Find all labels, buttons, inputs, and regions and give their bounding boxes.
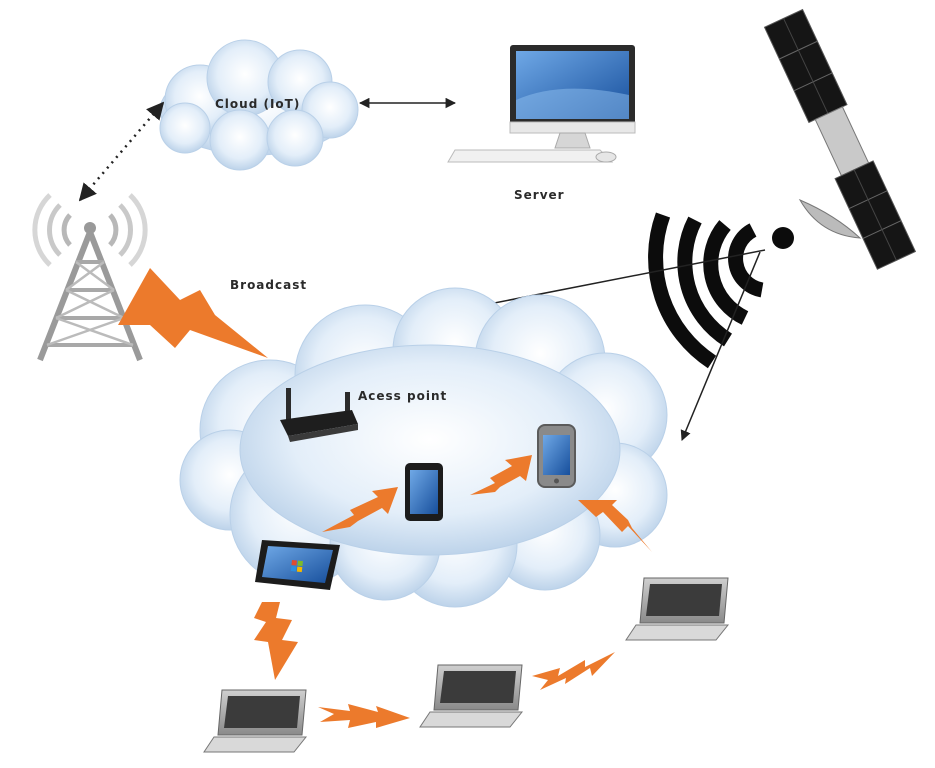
wifi-signal-icon: [648, 212, 794, 369]
laptop-icon: [203, 689, 308, 753]
broadcast-tower-icon: [32, 193, 148, 362]
laptop-to-laptop-arrow-1: [318, 704, 410, 728]
laptop-icon: [419, 664, 524, 728]
laptop-to-laptop-arrow-2: [532, 652, 615, 690]
broadcast-arrow: [118, 268, 268, 358]
windows-tablet-icon: [255, 540, 340, 590]
router-icon: [280, 388, 358, 442]
cloud-label: Cloud (IoT): [215, 97, 301, 111]
server-label: Server: [514, 188, 565, 202]
dotted-link-line: [78, 101, 165, 202]
tablet-icon: [405, 463, 443, 521]
wintablet-to-laptop-arrow: [254, 602, 298, 680]
phone-to-tablet-arrow: [470, 455, 532, 495]
access-point-label: Acess point: [358, 389, 448, 403]
flow-arrows: [254, 455, 652, 728]
wifi-to-network-arrow: [680, 251, 761, 441]
cloud-icon: [159, 39, 359, 171]
tablet-to-wintablet-arrow: [322, 487, 398, 532]
satellite-icon: [763, 8, 917, 270]
smartphone-icon: [537, 424, 576, 488]
laptop-icon: [625, 577, 730, 641]
network-cloud-icon: [179, 287, 668, 608]
broadcast-label: Broadcast: [230, 278, 308, 292]
cloud-to-laptop-arrow: [578, 500, 652, 552]
server-computer-icon: [447, 45, 636, 163]
